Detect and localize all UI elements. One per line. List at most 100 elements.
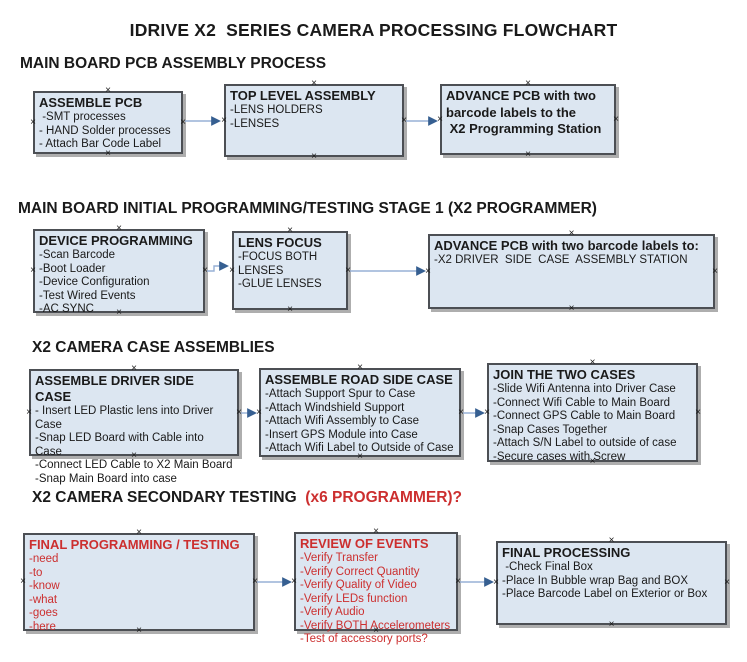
section-header-red-part: (x6 PROGRAMMER)? — [296, 489, 463, 506]
anchor-point-icon — [28, 118, 38, 128]
box-title: ASSEMBLE ROAD SIDE CASE — [265, 372, 453, 387]
box-item: -Attach Support Spur to Case — [265, 388, 416, 400]
anchor-point-icon — [482, 408, 492, 418]
flow-box-advance-pcb-driver-side: ADVANCE PCB with two barcode labels to: … — [428, 234, 715, 309]
box-item: -Attach Wifi Assembly to Case — [265, 415, 420, 427]
box-item: -here — [29, 620, 56, 633]
box-item: -know — [29, 580, 60, 592]
flow-box-advance-pcb-programming-station: ADVANCE PCB with two barcode labels to t… — [440, 84, 616, 155]
box-title: FINAL PROCESSING — [502, 545, 631, 560]
section-header-initial-programming: MAIN BOARD INITIAL PROGRAMMING/TESTING S… — [18, 200, 597, 217]
box-item: - Insert LED Plastic lens into Driver Ca… — [35, 405, 217, 431]
anchor-point-icon — [250, 577, 260, 587]
box-item: -LENSES — [230, 117, 280, 130]
anchor-point-icon — [178, 118, 188, 128]
anchor-point-icon — [24, 408, 34, 418]
anchor-point-icon — [234, 408, 244, 418]
box-item: -Verify BOTH Accelerometers — [300, 619, 451, 632]
box-item: -Attach Wifi Label to Outside of Case — [265, 442, 454, 454]
box-item: -Place In Bubble wrap Bag and BOX — [502, 574, 689, 587]
box-title: JOIN THE TWO CASES — [493, 367, 636, 382]
box-title: FINAL PROGRAMMING / TESTING — [29, 537, 240, 552]
flow-box-lens-focus: LENS FOCUS -FOCUS BOTH LENSES -GLUE LENS… — [232, 231, 348, 310]
box-item: -LENS HOLDERS — [230, 104, 323, 116]
box-item: -Place Barcode Label on Exterior or Box — [502, 588, 708, 600]
box-title: LENS FOCUS — [238, 235, 322, 250]
box-title: ADVANCE PCB with two barcode labels to: — [434, 238, 699, 253]
box-title: ASSEMBLE DRIVER SIDE CASE — [35, 373, 198, 404]
anchor-point-icon — [456, 408, 466, 418]
section-header-secondary-testing: X2 CAMERA SECONDARY TESTING (x6 PROGRAMM… — [32, 489, 462, 507]
section-header-pcb-assembly: MAIN BOARD PCB ASSEMBLY PROCESS — [20, 55, 327, 72]
box-item: -Snap Main Board into case — [35, 472, 177, 485]
anchor-point-icon — [254, 408, 264, 418]
box-item: - HAND Solder processes — [39, 124, 171, 137]
box-item: -Snap LED Board with Cable into Case — [35, 432, 207, 458]
box-title: TOP LEVEL ASSEMBLY — [230, 88, 376, 103]
anchor-point-icon — [289, 577, 299, 587]
box-title: REVIEW OF EVENTS — [300, 536, 429, 551]
box-item: -Verify Transfer — [300, 552, 378, 564]
box-item: - Attach Bar Code Label — [39, 138, 162, 150]
flowchart-title: IDRIVE X2 SERIES CAMERA PROCESSING FLOWC… — [129, 20, 618, 40]
box-item: -Check Final Box — [502, 561, 593, 573]
flow-box-device-programming: DEVICE PROGRAMMING -Scan Barcode -Boot L… — [33, 229, 205, 315]
box-item: -AC SYNC — [39, 303, 94, 315]
box-title: DEVICE PROGRAMMING — [39, 233, 193, 248]
anchor-point-icon — [28, 266, 38, 276]
box-item: -SMT processes — [39, 111, 126, 123]
box-item: -Verify Quality of Video — [300, 579, 417, 591]
flow-box-assemble-road-side-case: ASSEMBLE ROAD SIDE CASE -Attach Support … — [259, 368, 461, 457]
anchor-point-icon — [710, 267, 720, 277]
box-item: -Connect GPS Cable to Main Board — [493, 410, 676, 422]
anchor-point-icon — [309, 152, 319, 162]
flow-box-assemble-driver-side-case: ASSEMBLE DRIVER SIDE CASE - Insert LED P… — [29, 369, 239, 485]
box-item: -Scan Barcode — [39, 249, 116, 261]
anchor-point-icon — [435, 115, 445, 125]
box-item: -GLUE LENSES — [238, 278, 322, 290]
box-item: -Verify Correct Quantity — [300, 565, 420, 578]
box-title: ASSEMBLE PCB — [39, 95, 143, 110]
box-item: -Connect LED Cable to X2 Main Board — [35, 459, 233, 471]
box-item: -to — [29, 566, 43, 579]
section-header-case-assemblies: X2 CAMERA CASE ASSEMBLIES — [32, 339, 275, 356]
box-item: -Snap Cases Together — [493, 423, 608, 436]
flow-box-review-of-events: REVIEW OF EVENTS -Verify Transfer -Verif… — [294, 532, 458, 645]
flow-box-final-processing: FINAL PROCESSING -Check Final Box -Place… — [496, 541, 727, 625]
box-item: -Slide Wifi Antenna into Driver Case — [493, 383, 676, 395]
box-item: -FOCUS BOTH LENSES — [238, 251, 321, 277]
anchor-point-icon — [343, 266, 353, 276]
box-item: -Test Wired Events — [39, 289, 136, 302]
box-item: -Connect Wifi Cable to Main Board — [493, 396, 671, 409]
box-item: -X2 DRIVER SIDE CASE ASSEMBLY STATION — [434, 254, 688, 266]
box-item: -Verify LEDs function — [300, 592, 408, 605]
box-title: ADVANCE PCB with two barcode labels to t… — [446, 88, 602, 136]
anchor-point-icon — [607, 620, 617, 630]
flow-box-top-level-assembly: TOP LEVEL ASSEMBLY -LENS HOLDERS -LENSES — [224, 84, 404, 157]
box-item: -Insert GPS Module into Case — [265, 428, 418, 441]
anchor-point-icon — [200, 266, 210, 276]
box-item: -Attach S/N Label to outside of case — [493, 437, 677, 449]
anchor-point-icon — [611, 115, 621, 125]
box-item: -Test of accessory ports? — [300, 633, 428, 645]
anchor-point-icon — [453, 577, 463, 587]
box-item: -Verify Audio — [300, 606, 365, 618]
anchor-point-icon — [18, 577, 28, 587]
section-header-black-part: X2 CAMERA SECONDARY TESTING — [32, 489, 297, 506]
box-item: -Boot Loader — [39, 262, 106, 275]
anchor-point-icon — [722, 578, 732, 588]
box-item: -need — [29, 553, 59, 565]
box-item: -Attach Windshield Support — [265, 401, 405, 414]
anchor-point-icon — [693, 408, 703, 418]
anchor-point-icon — [227, 266, 237, 276]
flow-box-assemble-pcb: ASSEMBLE PCB -SMT processes - HAND Solde… — [33, 91, 183, 154]
anchor-point-icon — [285, 305, 295, 315]
anchor-point-icon — [523, 150, 533, 160]
flow-box-final-programming-testing: FINAL PROGRAMMING / TESTING -need -to -k… — [23, 533, 255, 633]
flow-box-join-the-two-cases: JOIN THE TWO CASES -Slide Wifi Antenna i… — [487, 363, 698, 463]
anchor-point-icon — [423, 267, 433, 277]
arrow-device-programming-to-lens-focus — [207, 261, 229, 272]
anchor-point-icon — [399, 116, 409, 126]
anchor-point-icon — [567, 304, 577, 314]
